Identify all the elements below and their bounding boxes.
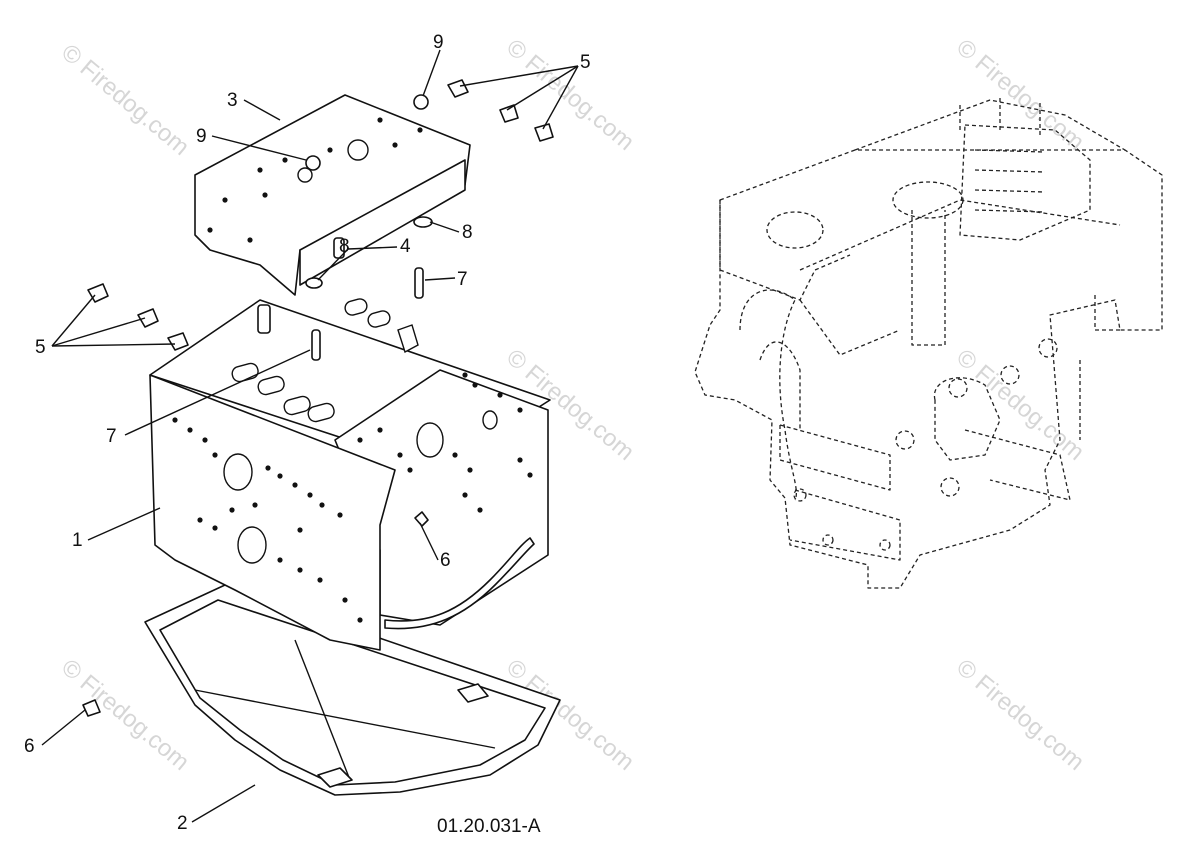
callout-4: 4 [400,236,411,257]
callout-2: 2 [177,813,188,834]
watermark: © Firedog.com [56,39,194,161]
part-2-bottom-pan [144,584,561,796]
callout-5: 5 [580,52,591,73]
callout-9: 9 [433,32,444,53]
callout-6: 6 [440,550,451,571]
callout-7: 7 [457,269,468,290]
callout-5: 5 [35,337,46,358]
callout-9: 9 [196,126,207,147]
callout-6: 6 [24,736,35,757]
callout-1: 1 [72,530,83,551]
callouts: 9 5 3 9 8 8 4 7 5 7 1 6 6 2 01.20.031-A [24,32,591,837]
engine-phantom-outline [694,98,1163,589]
callout-3: 3 [227,90,238,111]
watermark: © Firedog.com [56,654,194,776]
mounting-holes-right [357,372,533,513]
leader-lines [41,49,579,823]
watermark: © Firedog.com [951,344,1089,466]
watermark: © Firedog.com [951,654,1089,776]
callout-8: 8 [339,236,350,257]
fasteners [82,79,554,717]
part-1-housing [149,298,551,651]
callout-8: 8 [462,222,473,243]
mounting-holes-left [172,417,363,623]
callout-7: 7 [106,426,117,447]
drawing-reference-code: 01.20.031-A [437,816,541,837]
watermark: © Firedog.com [501,34,639,156]
watermark: © Firedog.com [951,34,1089,156]
